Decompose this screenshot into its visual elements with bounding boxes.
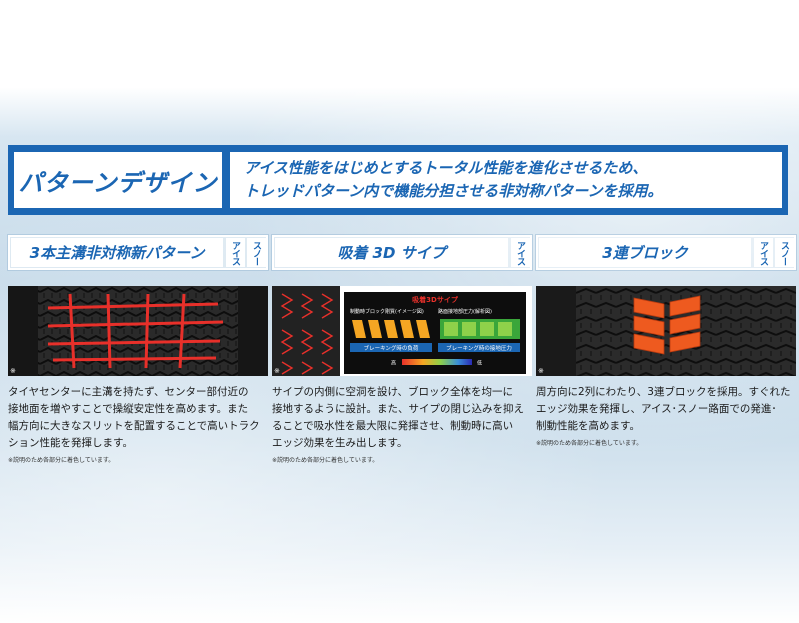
triple-block-highlights [633, 295, 701, 355]
description-line: サイプの内側に空洞を設け、ブロック全体を均一に [272, 386, 513, 398]
condition-badges: アイス スノー [752, 237, 794, 268]
feature-description: タイヤセンターに主溝を持たず、センター部付近の 接地面を増やすことで操縦安定性を… [8, 384, 264, 452]
description-line: エッジ効果を発揮し、アイス･スノー路面での発進･ [536, 403, 777, 415]
photo-note-mark: ※ [538, 367, 544, 375]
description-line: 周方向に2列にわたり、3連ブロックを採用。すぐれた [536, 386, 791, 398]
diagram-left-caption: ブレーキング時の負荷 [364, 344, 419, 352]
condition-badges: アイス スノー [224, 237, 266, 268]
description-line: エッジ効果を生み出します。 [272, 437, 408, 449]
description-line: 幅方向に大きなスリットを配置することで高いトラク [8, 420, 260, 432]
banner-title-box: パターンデザイン [14, 152, 222, 208]
feature-description: 周方向に2列にわたり、3連ブロックを採用。すぐれた エッジ効果を発揮し、アイス･… [536, 384, 792, 435]
feature-column-triple-block: 3連ブロック アイス スノー [536, 235, 796, 447]
tread-illustration [8, 286, 268, 376]
pressure-legend-bar [402, 359, 472, 365]
contact-pressure-map [440, 319, 520, 339]
tire-tread-photo: ※ [8, 286, 268, 376]
description-line: ション性能を発揮します。 [8, 437, 133, 449]
banner-title: パターンデザイン [18, 168, 218, 197]
feature-description: サイプの内側に空洞を設け、ブロック全体を均一に 接地するように設計。また、サイプ… [272, 384, 528, 452]
banner-description-box: アイス性能をはじめとするトータル性能を進化させるため、 トレッドパターン内で機能… [230, 152, 782, 208]
feature-column-asymmetric-pattern: 3本主溝非対称新パターン アイス スノー [8, 235, 268, 464]
legend-high-label: 高 [391, 360, 396, 367]
photo-note-mark: ※ [10, 367, 16, 375]
banner-description-line-2: トレッドパターン内で機能分担させる非対称パターンを採用。 [244, 182, 663, 200]
feature-title: 3連ブロック [539, 238, 751, 267]
diagram-title: 吸着3Dサイプ [412, 295, 459, 304]
sipe-diagram-area: 吸着3Dサイプ 制動時ブロック剛質(イメージ図) 路面接地部圧力(解析図) ブレ… [272, 286, 532, 376]
badge-snow: スノー [247, 238, 266, 267]
condition-badges: アイス [509, 237, 530, 268]
photo-note-mark: ※ [274, 367, 280, 375]
description-line: 制動性能を高めます。 [536, 420, 640, 432]
diagram-right-caption: ブレーキング時の接地圧力 [446, 344, 512, 352]
red-slit-highlights [47, 293, 224, 369]
pattern-design-banner: パターンデザイン アイス性能をはじめとするトータル性能を進化させるため、 トレッ… [8, 145, 788, 215]
banner-description-line-1: アイス性能をはじめとするトータル性能を進化させるため、 [244, 159, 648, 177]
block-stiffness-shapes [352, 320, 430, 338]
diagram-right-label: 路面接地部圧力(解析図) [438, 308, 492, 315]
diagram-left-label: 制動時ブロック剛質(イメージ図) [350, 308, 424, 315]
feature-column-3d-sipe: 吸着 3D サイプ アイス 吸着3Dサイプ 制動時ブロック剛質(イメージ図) 路… [272, 235, 532, 464]
description-line: 接地面を増やすことで操縦安定性を高めます。また [8, 403, 249, 415]
badge-ice: アイス [226, 238, 245, 267]
badge-ice: アイス [754, 238, 773, 267]
feature-header: 3本主溝非対称新パターン アイス スノー [8, 235, 268, 270]
description-line: タイヤセンターに主溝を持たず、センター部付近の [8, 386, 249, 398]
badge-ice: アイス [511, 238, 530, 267]
coloring-note: ※説明のため各部分に着色しています。 [536, 440, 643, 447]
badge-snow: スノー [775, 238, 794, 267]
feature-title: 3本主溝非対称新パターン [11, 238, 223, 267]
feature-header: 3連ブロック アイス スノー [536, 235, 796, 270]
description-line: 接地するように設計。また、サイプの閉じ込みを抑え [272, 403, 524, 415]
sipe-red-lines [280, 293, 334, 375]
coloring-note: ※説明のため各部分に着色しています。 [272, 457, 379, 464]
tread-illustration [536, 286, 796, 376]
sipe-illustration: 吸着3Dサイプ 制動時ブロック剛質(イメージ図) 路面接地部圧力(解析図) ブレ… [272, 286, 526, 376]
feature-header: 吸着 3D サイプ アイス [272, 235, 532, 270]
coloring-note: ※説明のため各部分に着色しています。 [8, 457, 115, 464]
legend-low-label: 低 [477, 360, 482, 367]
tire-tread-photo: ※ [536, 286, 796, 376]
description-line: ることで吸水性を最大限に発揮させ、制動時に高い [272, 420, 514, 432]
feature-title: 吸着 3D サイプ [275, 238, 508, 267]
